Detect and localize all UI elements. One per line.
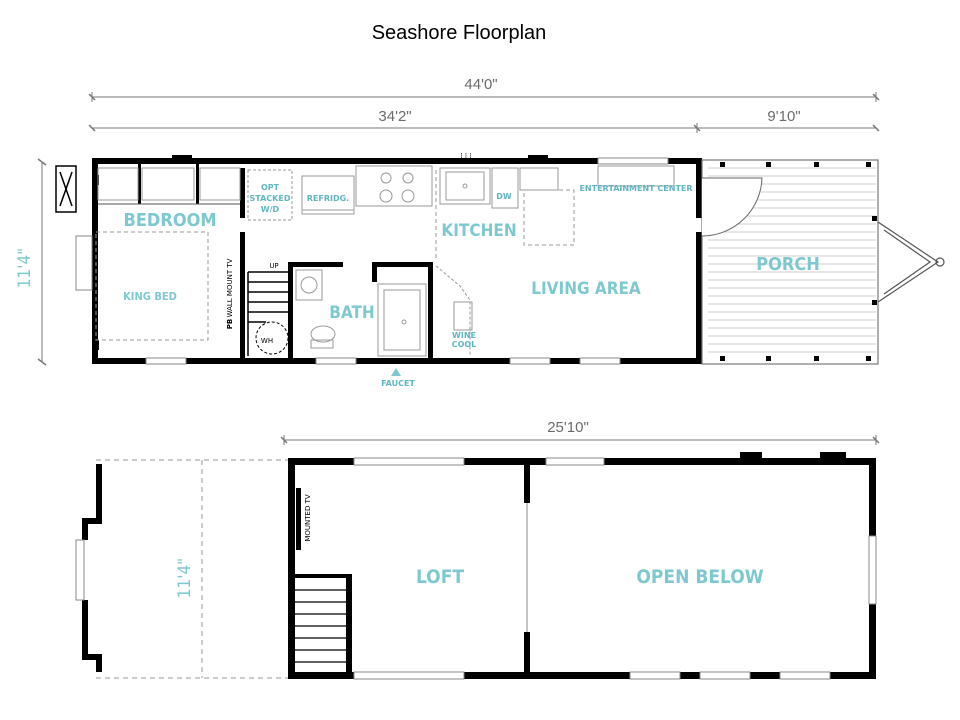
stairs bbox=[247, 271, 289, 356]
stairs-up-label: UP bbox=[269, 262, 278, 270]
main-width-dim: 11'4" bbox=[15, 248, 35, 288]
dishwasher-label: DW bbox=[496, 192, 512, 201]
wine-cool-label-2: COOL bbox=[452, 340, 477, 349]
bedroom-label: BEDROOM bbox=[124, 210, 217, 231]
trailer-hitch bbox=[877, 221, 945, 303]
kitchen-label: KITCHEN bbox=[441, 221, 516, 241]
wine-cool-label-1: WINE bbox=[452, 331, 476, 340]
loft-left-profile bbox=[82, 464, 102, 672]
bath-fixtures bbox=[295, 265, 473, 357]
mounted-tv-label: MOUNTED TV bbox=[304, 494, 312, 541]
water-heater-label: WH bbox=[261, 337, 273, 345]
faucet-label: FAUCET bbox=[381, 379, 415, 388]
kitchen-counters bbox=[355, 165, 575, 260]
porch-label: PORCH bbox=[756, 254, 820, 275]
porch-deck bbox=[701, 159, 879, 365]
washer-dryer bbox=[247, 169, 293, 221]
refrigerator-label: REFRIDG. bbox=[307, 194, 349, 203]
loft-dimensions bbox=[280, 435, 880, 445]
entertainment-center-label: ENTERTAINMENT CENTER bbox=[579, 184, 692, 193]
below-loft-outline bbox=[96, 459, 288, 679]
mounted-tv bbox=[296, 488, 301, 550]
loft-length-dim: 25'10" bbox=[547, 419, 589, 436]
overall-length-dim: 44'0" bbox=[464, 76, 497, 93]
stacked-label: STACKED bbox=[250, 194, 291, 203]
page-title: Seashore Floorplan bbox=[371, 22, 547, 44]
wd-label: W/D bbox=[261, 205, 280, 214]
pb-label: PB bbox=[226, 319, 234, 329]
faucet-marker-icon bbox=[391, 368, 401, 376]
bedroom-fixtures bbox=[95, 167, 241, 341]
main-floor-walls bbox=[92, 155, 702, 364]
porch-length-dim: 9'10" bbox=[767, 108, 800, 125]
left-window-box bbox=[55, 165, 77, 213]
living-area-label: LIVING AREA bbox=[531, 279, 641, 299]
main-floor-dimensions bbox=[37, 92, 880, 366]
king-bed-label: KING BED bbox=[123, 290, 177, 303]
bath-label: BATH bbox=[329, 303, 374, 323]
wall-mount-tv-label: WALL MOUNT TV bbox=[226, 258, 234, 317]
loft-label: LOFT bbox=[416, 566, 464, 588]
refrigerator bbox=[301, 175, 355, 215]
range-hood-mark: ⁞ ⁞ ⁞ bbox=[460, 152, 471, 160]
opt-label: OPT bbox=[261, 183, 280, 192]
loft-walls bbox=[288, 452, 876, 679]
open-below-label: OPEN BELOW bbox=[636, 566, 763, 588]
main-floor-windows bbox=[75, 157, 669, 365]
entertainment-center bbox=[597, 165, 675, 187]
loft-windows bbox=[353, 457, 877, 680]
loft-stairs bbox=[295, 589, 346, 663]
loft-width-dim: 11'4" bbox=[175, 558, 195, 598]
loft-left-windows bbox=[75, 539, 85, 601]
interior-length-dim: 34'2" bbox=[378, 108, 411, 125]
